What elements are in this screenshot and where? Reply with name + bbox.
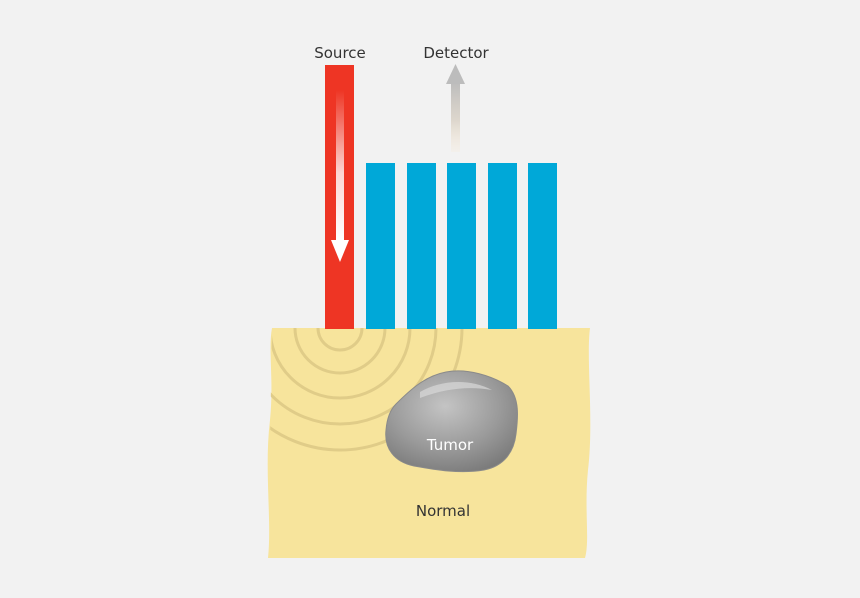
wave-arc	[268, 328, 412, 400]
detector-bar	[488, 163, 517, 329]
tumor-shape	[385, 370, 519, 473]
diffuse-light-waves	[268, 328, 464, 452]
detector-bar	[447, 163, 476, 329]
tumor-label: Tumor	[426, 436, 474, 454]
wave-arc	[268, 328, 464, 452]
normal-tissue-label: Normal	[415, 502, 471, 520]
wave-arc	[268, 328, 438, 426]
source-label: Source	[314, 44, 366, 62]
detector-array	[366, 163, 557, 329]
detector-bar	[407, 163, 436, 329]
detector-bar	[528, 163, 557, 329]
detector-label: Detector	[423, 44, 489, 62]
wave-arc	[316, 328, 364, 352]
arrow-down-icon	[331, 90, 349, 262]
tumor-highlight	[420, 381, 492, 398]
detector-bar	[366, 163, 395, 329]
arrow-up-icon	[446, 64, 465, 152]
wave-arc	[293, 328, 387, 375]
